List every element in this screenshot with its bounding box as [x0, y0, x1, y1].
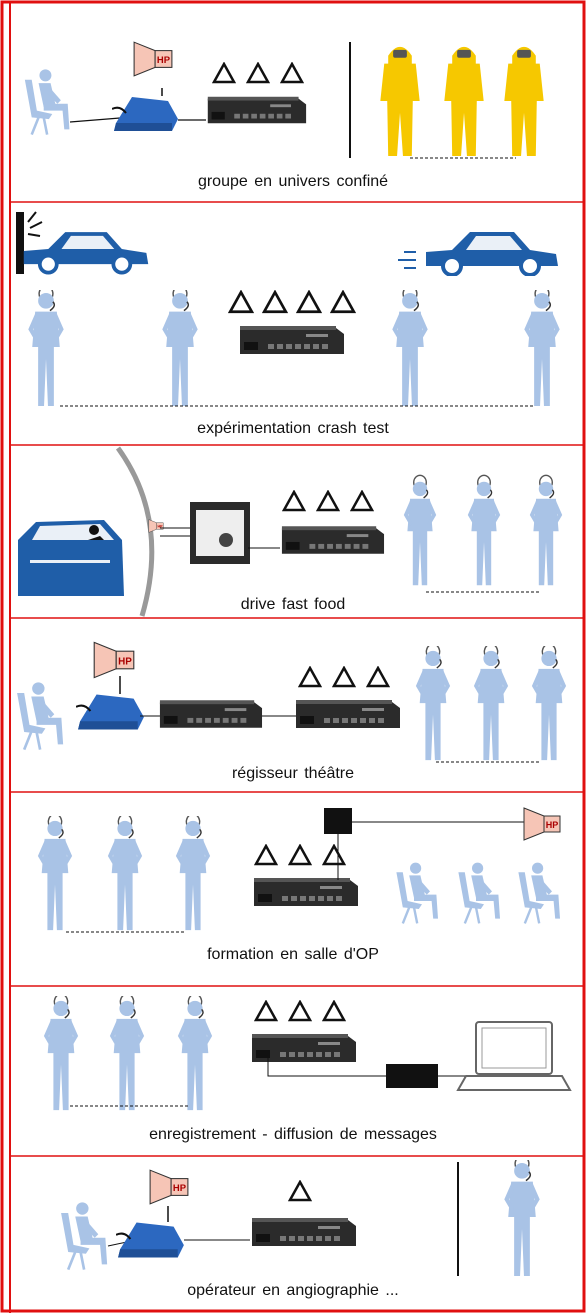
person-with-headset-icon	[177, 996, 213, 1111]
panel-drive	[18, 446, 563, 617]
person-with-headset-icon	[523, 290, 561, 407]
amplifier-box	[324, 808, 352, 834]
car-icon	[426, 232, 558, 275]
desk-microphone-console-icon	[76, 693, 145, 731]
person-with-headset-icon	[467, 474, 501, 586]
person-with-headset-icon	[37, 816, 73, 931]
intercom-base-station-icon	[252, 1218, 356, 1246]
person-with-headset-icon	[161, 290, 199, 407]
person-with-headset-icon	[107, 816, 143, 931]
intercom-base-station-icon	[296, 700, 400, 728]
laptop-icon	[456, 1021, 572, 1091]
person-with-headset-icon	[43, 996, 79, 1111]
desk-microphone-console-icon	[116, 1221, 185, 1259]
seated-person-icon	[23, 67, 71, 137]
triangle-outline-icon	[254, 844, 346, 866]
loudspeaker-icon	[523, 807, 561, 841]
seated-person-icon	[516, 861, 562, 925]
caption-recording: enregistrement - diffusion de messages	[149, 1126, 437, 1143]
person-with-headset-icon	[391, 290, 429, 407]
caption-training: formation en salle d'OP	[207, 946, 379, 963]
seated-person-icon	[15, 680, 65, 752]
protective-suit-icon	[380, 46, 420, 157]
loudspeaker-icon	[93, 641, 135, 679]
seated-person-icon	[456, 861, 502, 925]
panel-dividers	[10, 201, 584, 1157]
person-with-headset-icon	[415, 646, 451, 761]
panel-angio	[59, 1160, 541, 1277]
intercom-base-station-icon	[254, 878, 358, 906]
triangle-outline-icon	[254, 1000, 346, 1022]
recorder-box	[386, 1064, 438, 1088]
person-with-headset-icon	[503, 1160, 541, 1277]
car-icon	[24, 232, 148, 273]
loudspeaker-icon	[148, 519, 164, 533]
triangle-outline-icon	[288, 1180, 312, 1202]
person-with-headset-icon	[473, 646, 509, 761]
panel-theatre	[15, 641, 567, 763]
loudspeaker-icon	[149, 1169, 189, 1205]
panel-recording	[43, 996, 572, 1111]
caption-confined: groupe en univers confiné	[197, 173, 389, 190]
protective-suit-icon	[444, 46, 484, 157]
intercom-base-station-icon	[240, 326, 344, 354]
desk-microphone-console-icon	[112, 95, 180, 133]
triangle-outline-icon	[212, 62, 304, 84]
seated-person-icon	[394, 861, 440, 925]
panel-crash	[16, 211, 561, 407]
seated-person-icon	[59, 1200, 109, 1272]
triangle-outline-icon	[298, 666, 390, 688]
panel-confined	[23, 41, 544, 159]
caption-drive: drive fast food	[240, 596, 346, 613]
person-with-headset-icon	[27, 290, 65, 407]
person-with-headset-icon	[529, 474, 563, 586]
caption-theatre: régisseur théâtre	[231, 765, 355, 782]
person-with-headset-icon	[531, 646, 567, 761]
triangle-outline-icon	[282, 490, 374, 512]
intercom-base-station-icon	[159, 700, 263, 728]
protective-suit-icon	[504, 46, 544, 157]
caption-crash-test: expérimentation crash test	[197, 420, 389, 437]
person-with-headset-icon	[403, 474, 437, 586]
panel-training	[37, 807, 562, 933]
intercom-base-station-icon	[207, 96, 307, 124]
intercom-base-station-icon	[281, 526, 385, 554]
triangle-outline-icon	[228, 290, 356, 314]
person-with-headset-icon	[175, 816, 211, 931]
loudspeaker-icon	[133, 41, 173, 77]
person-with-headset-icon	[109, 996, 145, 1111]
caption-angiography: opérateur en angiographie ...	[187, 1282, 399, 1299]
